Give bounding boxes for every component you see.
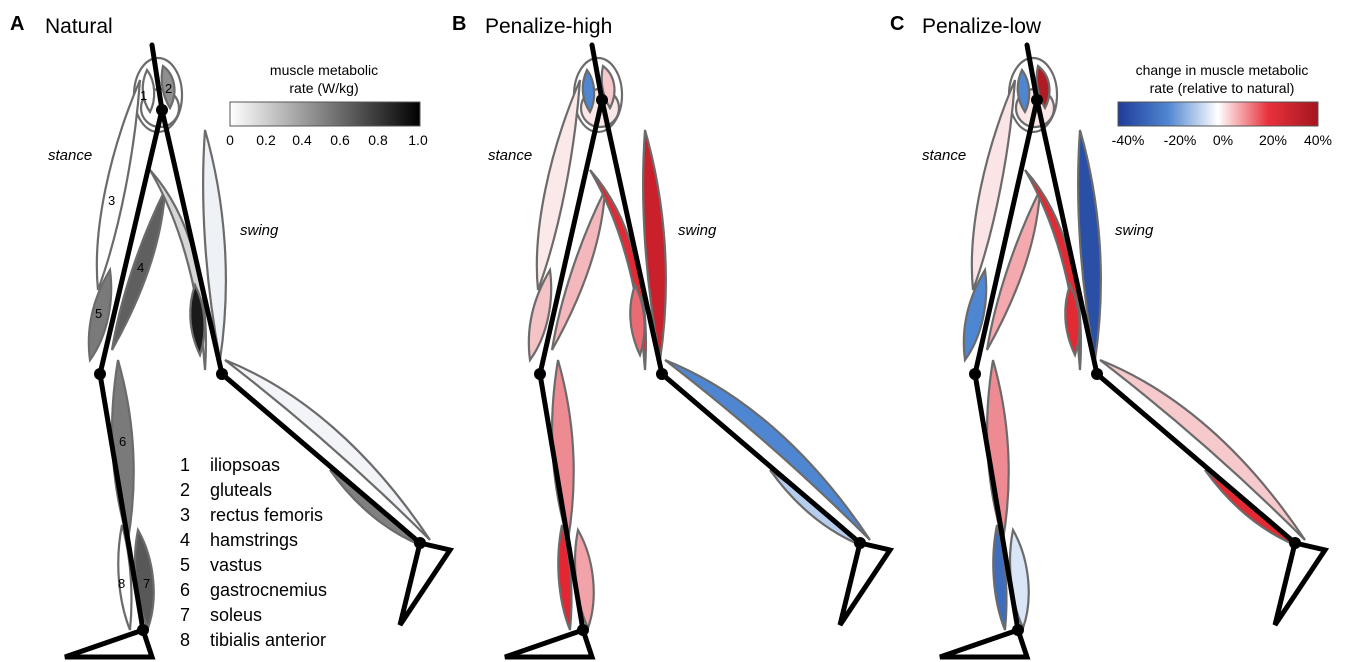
legend-number: 4 <box>180 530 190 550</box>
panel-title: Natural <box>45 15 113 38</box>
panel-a: A Natural stance swing <box>10 13 450 657</box>
colorbar-a-title-2: rate (W/kg) <box>289 80 358 96</box>
swing-foot <box>1275 543 1325 625</box>
swing-label: swing <box>678 222 717 239</box>
rectus-femoris-muscle <box>97 80 140 290</box>
legend-name: rectus femoris <box>210 505 323 525</box>
swing-tibia <box>1097 374 1295 543</box>
muscle-number-2: 2 <box>165 81 172 96</box>
panel-letter: A <box>10 13 24 35</box>
muscle-number-7: 7 <box>143 576 150 591</box>
swing-ankle-joint <box>1289 537 1301 549</box>
legend-name: vastus <box>210 555 262 575</box>
panel-b: B Penalize-high stance swing <box>452 13 890 657</box>
panel-letter: B <box>452 13 466 35</box>
legend-name: hamstrings <box>210 530 298 550</box>
colorbar-c-tick: 40% <box>1304 132 1332 148</box>
swing-gastrocnemius <box>665 360 870 540</box>
legend-number: 2 <box>180 480 190 500</box>
stance-label: stance <box>48 147 92 164</box>
colorbar-c-title-2: rate (relative to natural) <box>1150 80 1295 96</box>
stance-knee-joint <box>969 368 981 380</box>
legend-name: tibialis anterior <box>210 630 326 650</box>
colorbar-c-tick: -40% <box>1112 132 1145 148</box>
muscle-legend: 1 iliopsoas 2 gluteals 3 rectus femoris … <box>180 455 327 650</box>
colorbar-a-tick: 0.2 <box>256 132 276 148</box>
colorbar-a-tick: 0.6 <box>330 132 350 148</box>
stance-label: stance <box>922 147 966 164</box>
muscle-number-5: 5 <box>95 306 102 321</box>
colorbar-c-tick: 0% <box>1213 132 1233 148</box>
colorbar-c-title-1: change in muscle metabolic <box>1136 62 1309 78</box>
stance-knee-joint <box>534 368 546 380</box>
swing-ankle-joint <box>414 537 426 549</box>
legend-name: gastrocnemius <box>210 580 327 600</box>
swing-gastrocnemius <box>1100 360 1305 540</box>
panel-letter: C <box>890 13 904 35</box>
legend-number: 5 <box>180 555 190 575</box>
colorbar-a-tick: 1.0 <box>408 132 428 148</box>
colorbar-a-tick: 0.4 <box>292 132 312 148</box>
muscle-number-1: 1 <box>140 88 147 103</box>
swing-knee-joint <box>656 368 668 380</box>
swing-tibia <box>662 374 860 543</box>
hip-joint <box>596 94 608 106</box>
legend-name: gluteals <box>210 480 272 500</box>
rectus-femoris-muscle <box>972 80 1015 290</box>
legend-number: 7 <box>180 605 190 625</box>
muscle-number-6: 6 <box>119 434 126 449</box>
colorbar-a-tick: 0 <box>226 132 234 148</box>
swing-label: swing <box>240 222 279 239</box>
stance-ankle-joint <box>577 624 589 636</box>
swing-label: swing <box>1115 222 1154 239</box>
swing-knee-joint <box>1091 368 1103 380</box>
legend-name: iliopsoas <box>210 455 280 475</box>
hip-joint <box>156 104 168 116</box>
stance-knee-joint <box>94 368 106 380</box>
colorbar-a-ticks: 0 0.2 0.4 0.6 0.8 1.0 <box>226 132 428 148</box>
stance-label: stance <box>488 147 532 164</box>
colorbar-a <box>230 102 420 126</box>
legend-number: 8 <box>180 630 190 650</box>
panel-title: Penalize-high <box>485 15 612 38</box>
colorbar-a-title-1: muscle metabolic <box>270 62 378 78</box>
hip-joint <box>1031 94 1043 106</box>
muscle-number-4: 4 <box>137 260 144 275</box>
swing-knee-joint <box>216 368 228 380</box>
legend-name: soleus <box>210 605 262 625</box>
colorbar-c-ticks: -40% -20% 0% 20% 40% <box>1112 132 1332 148</box>
legend-number: 1 <box>180 455 190 475</box>
muscle-number-3: 3 <box>108 193 115 208</box>
swing-ankle-joint <box>854 537 866 549</box>
panel-c: C Penalize-low stance swing change in m <box>890 13 1332 657</box>
stance-ankle-joint <box>137 624 149 636</box>
colorbar-c <box>1118 102 1318 126</box>
rectus-femoris-muscle <box>537 80 580 290</box>
colorbar-a-tick: 0.8 <box>368 132 388 148</box>
panel-title: Penalize-low <box>922 15 1042 38</box>
stance-ankle-joint <box>1012 624 1024 636</box>
colorbar-c-tick: -20% <box>1164 132 1197 148</box>
colorbar-c-tick: 20% <box>1259 132 1287 148</box>
swing-foot <box>400 543 450 625</box>
legend-number: 3 <box>180 505 190 525</box>
muscle-number-8: 8 <box>118 576 125 591</box>
swing-foot <box>840 543 890 625</box>
legend-number: 6 <box>180 580 190 600</box>
